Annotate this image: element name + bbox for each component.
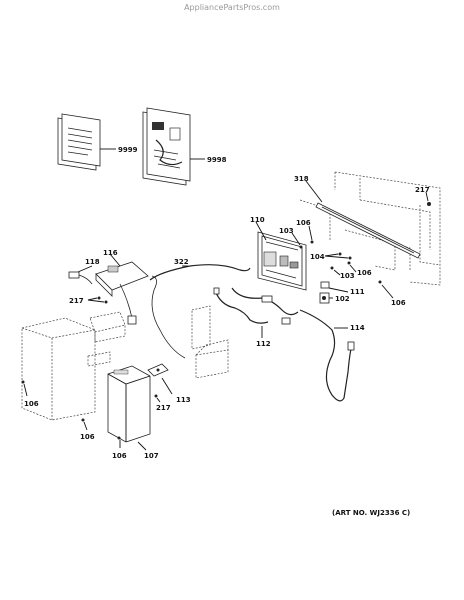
callout-217-lower: 217 xyxy=(156,404,171,412)
art-number: (ART NO. WJ2336 C) xyxy=(332,509,411,517)
screw-106-left[interactable] xyxy=(21,380,28,397)
callout-112: 112 xyxy=(256,340,271,348)
callout-106-right: 106 xyxy=(391,299,406,307)
screws-104[interactable] xyxy=(324,252,352,260)
manual-9999[interactable] xyxy=(57,113,116,171)
screw-106-bottom-left[interactable] xyxy=(81,418,88,431)
callout-106-top: 106 xyxy=(296,219,311,227)
callout-118: 118 xyxy=(85,258,100,266)
callout-103-top: 103 xyxy=(279,227,294,235)
callout-106-left: 106 xyxy=(24,400,39,408)
callout-217-top: 217 xyxy=(415,186,430,194)
callout-106-mid: 106 xyxy=(357,269,372,277)
callout-110: 110 xyxy=(250,216,265,224)
part-111[interactable] xyxy=(320,281,349,293)
bracket-318[interactable] xyxy=(305,180,421,259)
housing-107[interactable] xyxy=(107,365,151,443)
callout-9998: 9998 xyxy=(207,156,227,164)
wiring-diagram-9998[interactable] xyxy=(142,107,205,186)
screw-103-lower[interactable] xyxy=(330,266,341,276)
connector-118[interactable] xyxy=(68,265,93,285)
watermark: AppliancePartsPros.com xyxy=(184,3,280,12)
screw-103-top[interactable] xyxy=(291,232,303,249)
housing-left[interactable] xyxy=(21,317,96,421)
screw-217-lower[interactable] xyxy=(154,394,161,403)
screw-217-top[interactable] xyxy=(425,191,431,206)
screw-106-top[interactable] xyxy=(308,225,314,244)
bracket-assembly-116[interactable] xyxy=(95,253,149,325)
part-102[interactable] xyxy=(319,292,333,304)
screws-217-left[interactable] xyxy=(87,296,108,304)
screw-106-right[interactable] xyxy=(378,280,394,299)
control-board-110[interactable] xyxy=(255,221,307,291)
callout-103-lower: 103 xyxy=(340,272,355,280)
callout-104: 104 xyxy=(310,253,325,261)
callout-9999: 9999 xyxy=(118,146,138,154)
callout-102: 102 xyxy=(335,295,350,303)
wire-322[interactable] xyxy=(149,264,251,359)
screw-106-mid[interactable] xyxy=(347,261,357,273)
callout-318: 318 xyxy=(294,175,309,183)
callout-116: 116 xyxy=(103,249,118,257)
callout-114: 114 xyxy=(350,324,365,332)
support-brackets[interactable] xyxy=(87,305,229,379)
callout-217-left: 217 xyxy=(69,297,84,305)
callout-322: 322 xyxy=(174,258,189,266)
bracket-113[interactable] xyxy=(147,363,173,395)
wire-harness-112[interactable] xyxy=(213,287,299,338)
callout-107: 107 xyxy=(144,452,159,460)
screw-106-bottom[interactable] xyxy=(117,436,121,449)
callout-111: 111 xyxy=(350,288,365,296)
wire-harness-114[interactable] xyxy=(299,309,355,402)
callout-113: 113 xyxy=(176,396,191,404)
callout-106-bottom-left: 106 xyxy=(80,433,95,441)
callout-106-bottom: 106 xyxy=(112,452,127,460)
control-frame-assembly[interactable] xyxy=(299,171,441,286)
leader-107 xyxy=(137,441,147,451)
